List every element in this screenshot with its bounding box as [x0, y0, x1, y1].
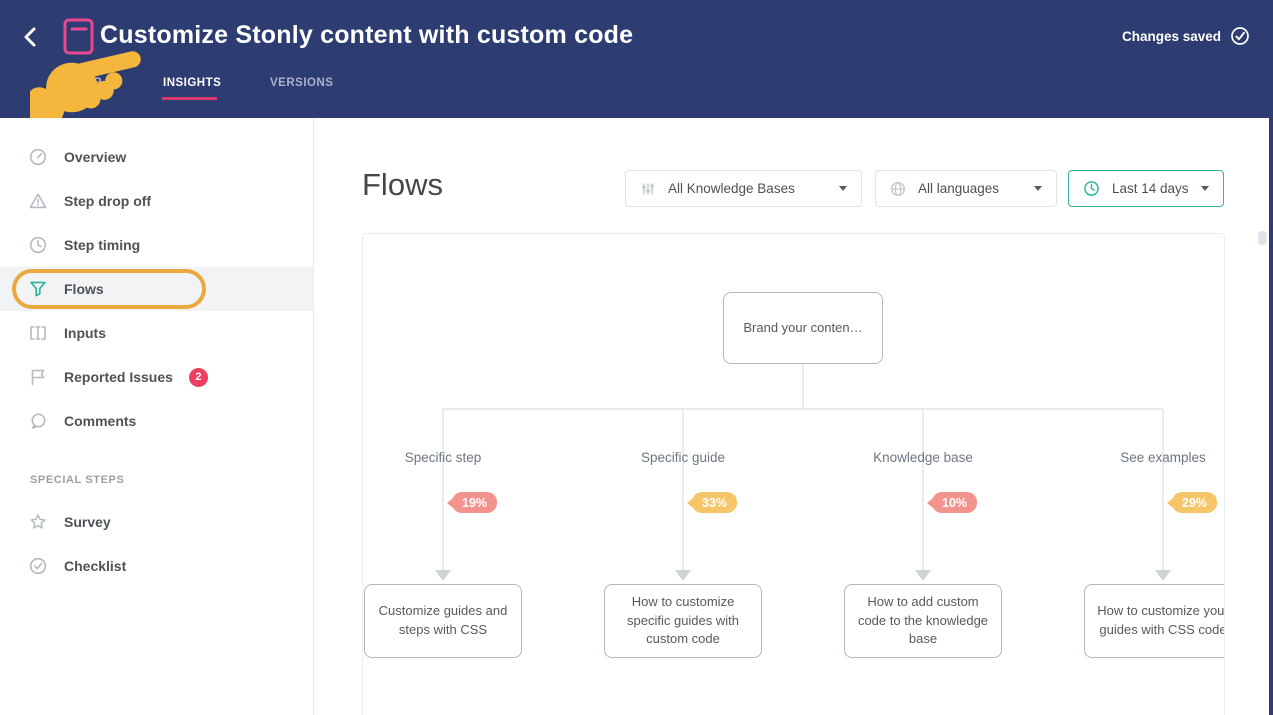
speech-bubble-icon	[28, 411, 48, 431]
sidebar-item-step-timing[interactable]: Step timing	[0, 223, 313, 267]
page-title: Customize Stonly content with custom cod…	[100, 21, 634, 49]
chevron-down-icon	[839, 186, 847, 191]
branch-label: Specific step	[404, 450, 482, 465]
globe-icon	[890, 181, 906, 196]
flow-node-target[interactable]: How to add custom code to the knowledge …	[844, 584, 1002, 658]
input-brackets-icon	[28, 323, 48, 343]
branch-label: Specific guide	[640, 450, 726, 465]
branch-percent-badge: 33%	[686, 492, 738, 513]
clock-icon	[1084, 181, 1099, 196]
sliders-icon	[642, 182, 654, 195]
branch-percent-badge: 10%	[926, 492, 978, 513]
guide-document-icon	[63, 18, 95, 56]
sidebar-item-overview[interactable]: Overview	[0, 135, 313, 179]
flow-node-target[interactable]: How to customize specific guides with cu…	[604, 584, 762, 658]
chevron-left-icon	[24, 27, 36, 47]
sidebar-item-label: Step timing	[64, 237, 141, 253]
sidebar-item-reported-issues[interactable]: Reported Issues 2	[0, 355, 313, 399]
tab-bar: EDITOR INSIGHTS VERSIONS	[0, 75, 1273, 105]
tab-versions[interactable]: VERSIONS	[270, 77, 334, 89]
sidebar-item-label: Survey	[64, 514, 111, 530]
star-icon	[28, 512, 48, 532]
knowledge-base-filter-dropdown[interactable]: All Knowledge Bases	[625, 170, 862, 207]
date-range-filter-dropdown[interactable]: Last 14 days	[1068, 170, 1224, 207]
window-edge-strip	[1269, 0, 1273, 715]
gauge-icon	[28, 147, 48, 167]
flows-chart-panel: Brand your conten… Specific step Specifi…	[362, 233, 1225, 715]
chevron-down-icon	[1034, 186, 1042, 191]
warning-triangle-icon	[28, 191, 48, 211]
flag-icon	[28, 367, 48, 387]
flow-node-root[interactable]: Brand your conten…	[723, 292, 883, 364]
circle-check-icon	[28, 556, 48, 576]
sidebar-item-label: Reported Issues	[64, 369, 173, 385]
sidebar-item-label: Inputs	[64, 325, 106, 341]
date-range-filter-value: Last 14 days	[1112, 181, 1189, 196]
sidebar-item-comments[interactable]: Comments	[0, 399, 313, 443]
chevron-down-icon	[1201, 186, 1209, 191]
flow-node-target[interactable]: How to customize your guides with CSS co…	[1084, 584, 1224, 658]
sidebar-item-label: Overview	[64, 149, 127, 165]
clock-icon	[28, 235, 48, 255]
tab-insights[interactable]: INSIGHTS	[163, 77, 222, 89]
language-filter-dropdown[interactable]: All languages	[875, 170, 1057, 207]
special-steps-section-label: SPECIAL STEPS	[30, 474, 125, 486]
sidebar-item-inputs[interactable]: Inputs	[0, 311, 313, 355]
sidebar-item-label: Step drop off	[64, 193, 152, 209]
scrollbar-thumb[interactable]	[1258, 231, 1267, 245]
sidebar-item-checklist[interactable]: Checklist	[0, 544, 313, 588]
save-status-label: Changes saved	[1121, 28, 1221, 44]
active-tab-underline	[162, 97, 217, 100]
knowledge-base-filter-value: All Knowledge Bases	[668, 181, 795, 196]
reported-issues-count-badge: 2	[188, 367, 208, 387]
branch-percent-badge: 29%	[1166, 492, 1218, 513]
branch-label: Knowledge base	[873, 450, 973, 465]
sidebar-item-step-drop-off[interactable]: Step drop off	[0, 179, 313, 223]
sidebar-item-label: Flows	[64, 281, 104, 297]
check-circle-icon	[1231, 27, 1249, 45]
save-status: Changes saved	[1122, 26, 1250, 46]
sidebar-item-label: Comments	[64, 413, 137, 429]
branch-label: See examples	[1120, 450, 1206, 465]
flow-node-target[interactable]: Customize guides and steps with CSS	[364, 584, 522, 658]
back-button[interactable]	[18, 24, 44, 50]
sidebar-item-flows[interactable]: Flows	[0, 267, 313, 311]
branch-percent-badge: 19%	[446, 492, 498, 513]
flows-page-heading: Flows	[362, 167, 443, 202]
funnel-icon	[28, 279, 48, 299]
insights-sidebar: Overview Step drop off Step timing Flows	[0, 118, 314, 715]
header-bar: Customize Stonly content with custom cod…	[0, 0, 1273, 118]
language-filter-value: All languages	[918, 181, 1000, 196]
tab-editor[interactable]: EDITOR	[56, 77, 103, 89]
sidebar-item-survey[interactable]: Survey	[0, 500, 313, 544]
flow-connector-lines	[435, 364, 1171, 581]
sidebar-item-label: Checklist	[64, 558, 127, 574]
